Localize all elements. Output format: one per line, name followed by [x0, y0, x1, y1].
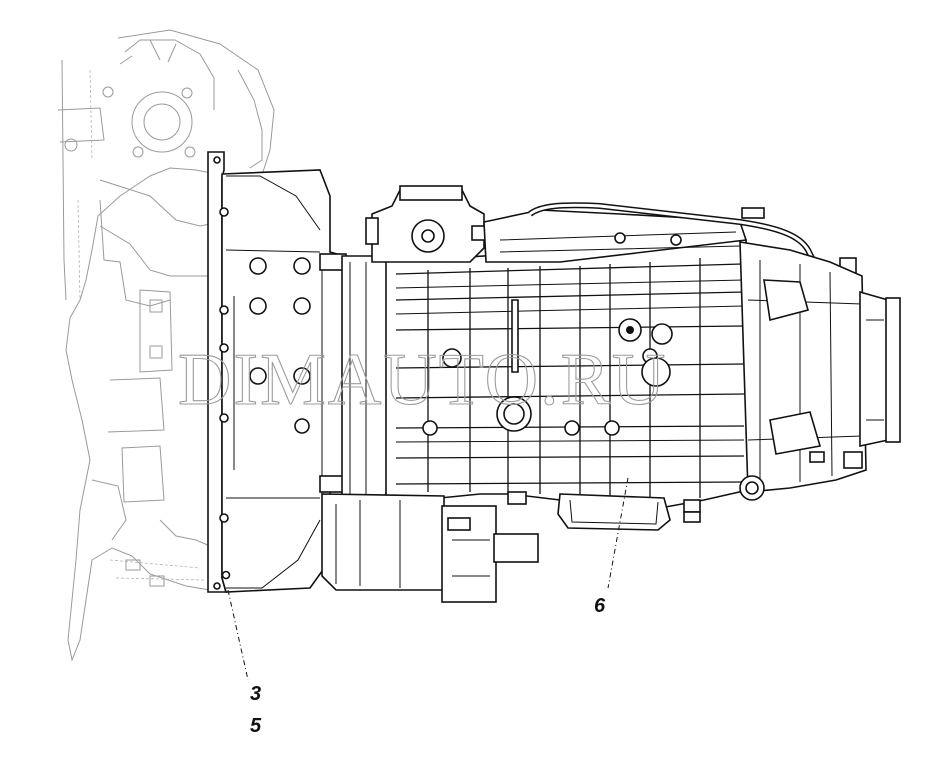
watermark: DIMAUTO.RU: [178, 339, 667, 421]
callout-3: 3: [250, 683, 261, 705]
clutch-booster: [321, 493, 539, 603]
shift-mechanism: [365, 185, 857, 275]
rear-housing: [739, 241, 901, 501]
leader-line-3-5: [227, 589, 249, 681]
gearbox-case: [341, 239, 749, 531]
leader-lines: [227, 477, 629, 681]
engine-ghost-outline: [57, 29, 275, 662]
callout-6: 6: [594, 595, 606, 617]
clutch-housing: [207, 151, 347, 593]
callout-5: 5: [250, 715, 262, 737]
